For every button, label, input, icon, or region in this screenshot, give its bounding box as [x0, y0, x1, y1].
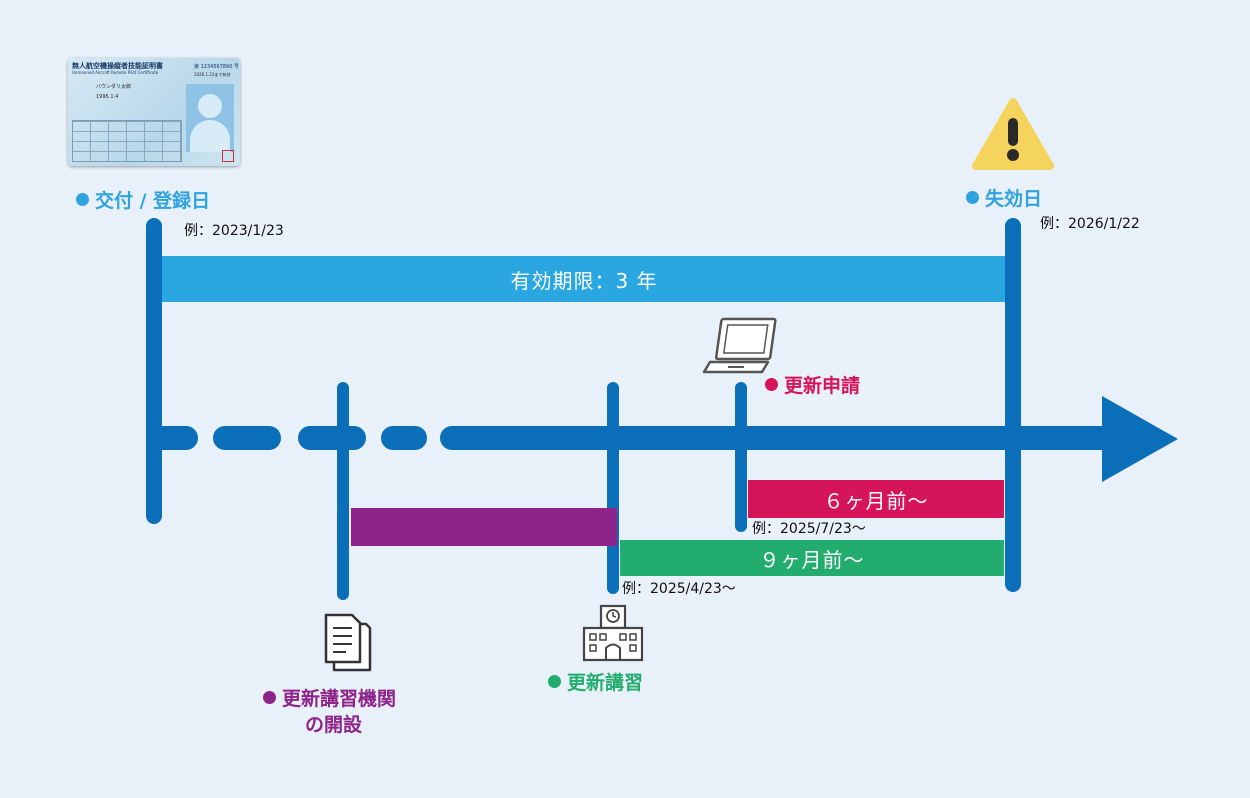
application-start-marker	[735, 382, 747, 532]
issue-date-example: 例：2023/1/23	[184, 223, 284, 239]
validity-period-label: 有効期限：3 年	[510, 268, 658, 293]
card-dob: 1995.1.4	[96, 94, 119, 100]
expiry-date-label: 失効日	[966, 184, 1042, 211]
card-expiry: 2026.1.22まで有効	[194, 72, 231, 77]
timeline-dash	[213, 426, 281, 450]
warning-icon	[972, 98, 1054, 170]
bullet-icon	[765, 378, 778, 391]
card-name: バウンダリ太郎	[96, 84, 132, 90]
card-number: 第 1234567890 号	[194, 64, 240, 70]
renewal-application-label: 更新申請	[765, 371, 860, 398]
institution-period-bar	[351, 508, 617, 546]
bullet-icon	[548, 675, 561, 688]
expiry-date-marker	[1005, 218, 1021, 592]
card-table	[72, 120, 182, 162]
application-period-bar: ６ヶ月前〜	[748, 480, 1004, 518]
institution-label: 更新講習機関	[263, 684, 396, 711]
documents-icon	[324, 613, 372, 672]
issue-date-label: 交付 / 登録日	[76, 186, 210, 213]
bullet-icon	[76, 193, 89, 206]
bullet-icon	[966, 191, 979, 204]
timeline-arrowhead	[1102, 396, 1178, 482]
timeline-dash	[381, 426, 427, 450]
application-period-label: ６ヶ月前〜	[823, 488, 929, 513]
timeline-axis	[440, 426, 1116, 450]
expiry-date-example: 例：2026/1/22	[1040, 216, 1140, 232]
course-period-label: ９ヶ月前〜	[759, 547, 865, 572]
course-example: 例：2025/4/23〜	[622, 581, 736, 597]
course-period-bar: ９ヶ月前〜	[620, 540, 1004, 576]
course-start-marker	[607, 382, 619, 594]
validity-period-bar: 有効期限：3 年	[160, 256, 1008, 302]
institution-marker	[337, 382, 349, 600]
card-subtitle: Unmanned Aircraft Remote Pilot Certifica…	[72, 70, 159, 75]
renewal-course-label: 更新講習	[548, 668, 643, 695]
institution-label-line2: の開設	[305, 714, 363, 736]
application-example: 例：2025/7/23〜	[752, 521, 866, 537]
license-card-image: 無人航空機操縦者技能証明書 Unmanned Aircraft Remote P…	[68, 58, 240, 166]
card-photo	[186, 84, 234, 152]
card-seal	[222, 150, 234, 162]
card-title: 無人航空機操縦者技能証明書	[72, 62, 163, 70]
bullet-icon	[263, 691, 276, 704]
timeline-dash	[298, 426, 366, 450]
laptop-icon	[702, 317, 777, 374]
school-building-icon	[582, 604, 644, 662]
issue-date-marker	[146, 218, 162, 524]
